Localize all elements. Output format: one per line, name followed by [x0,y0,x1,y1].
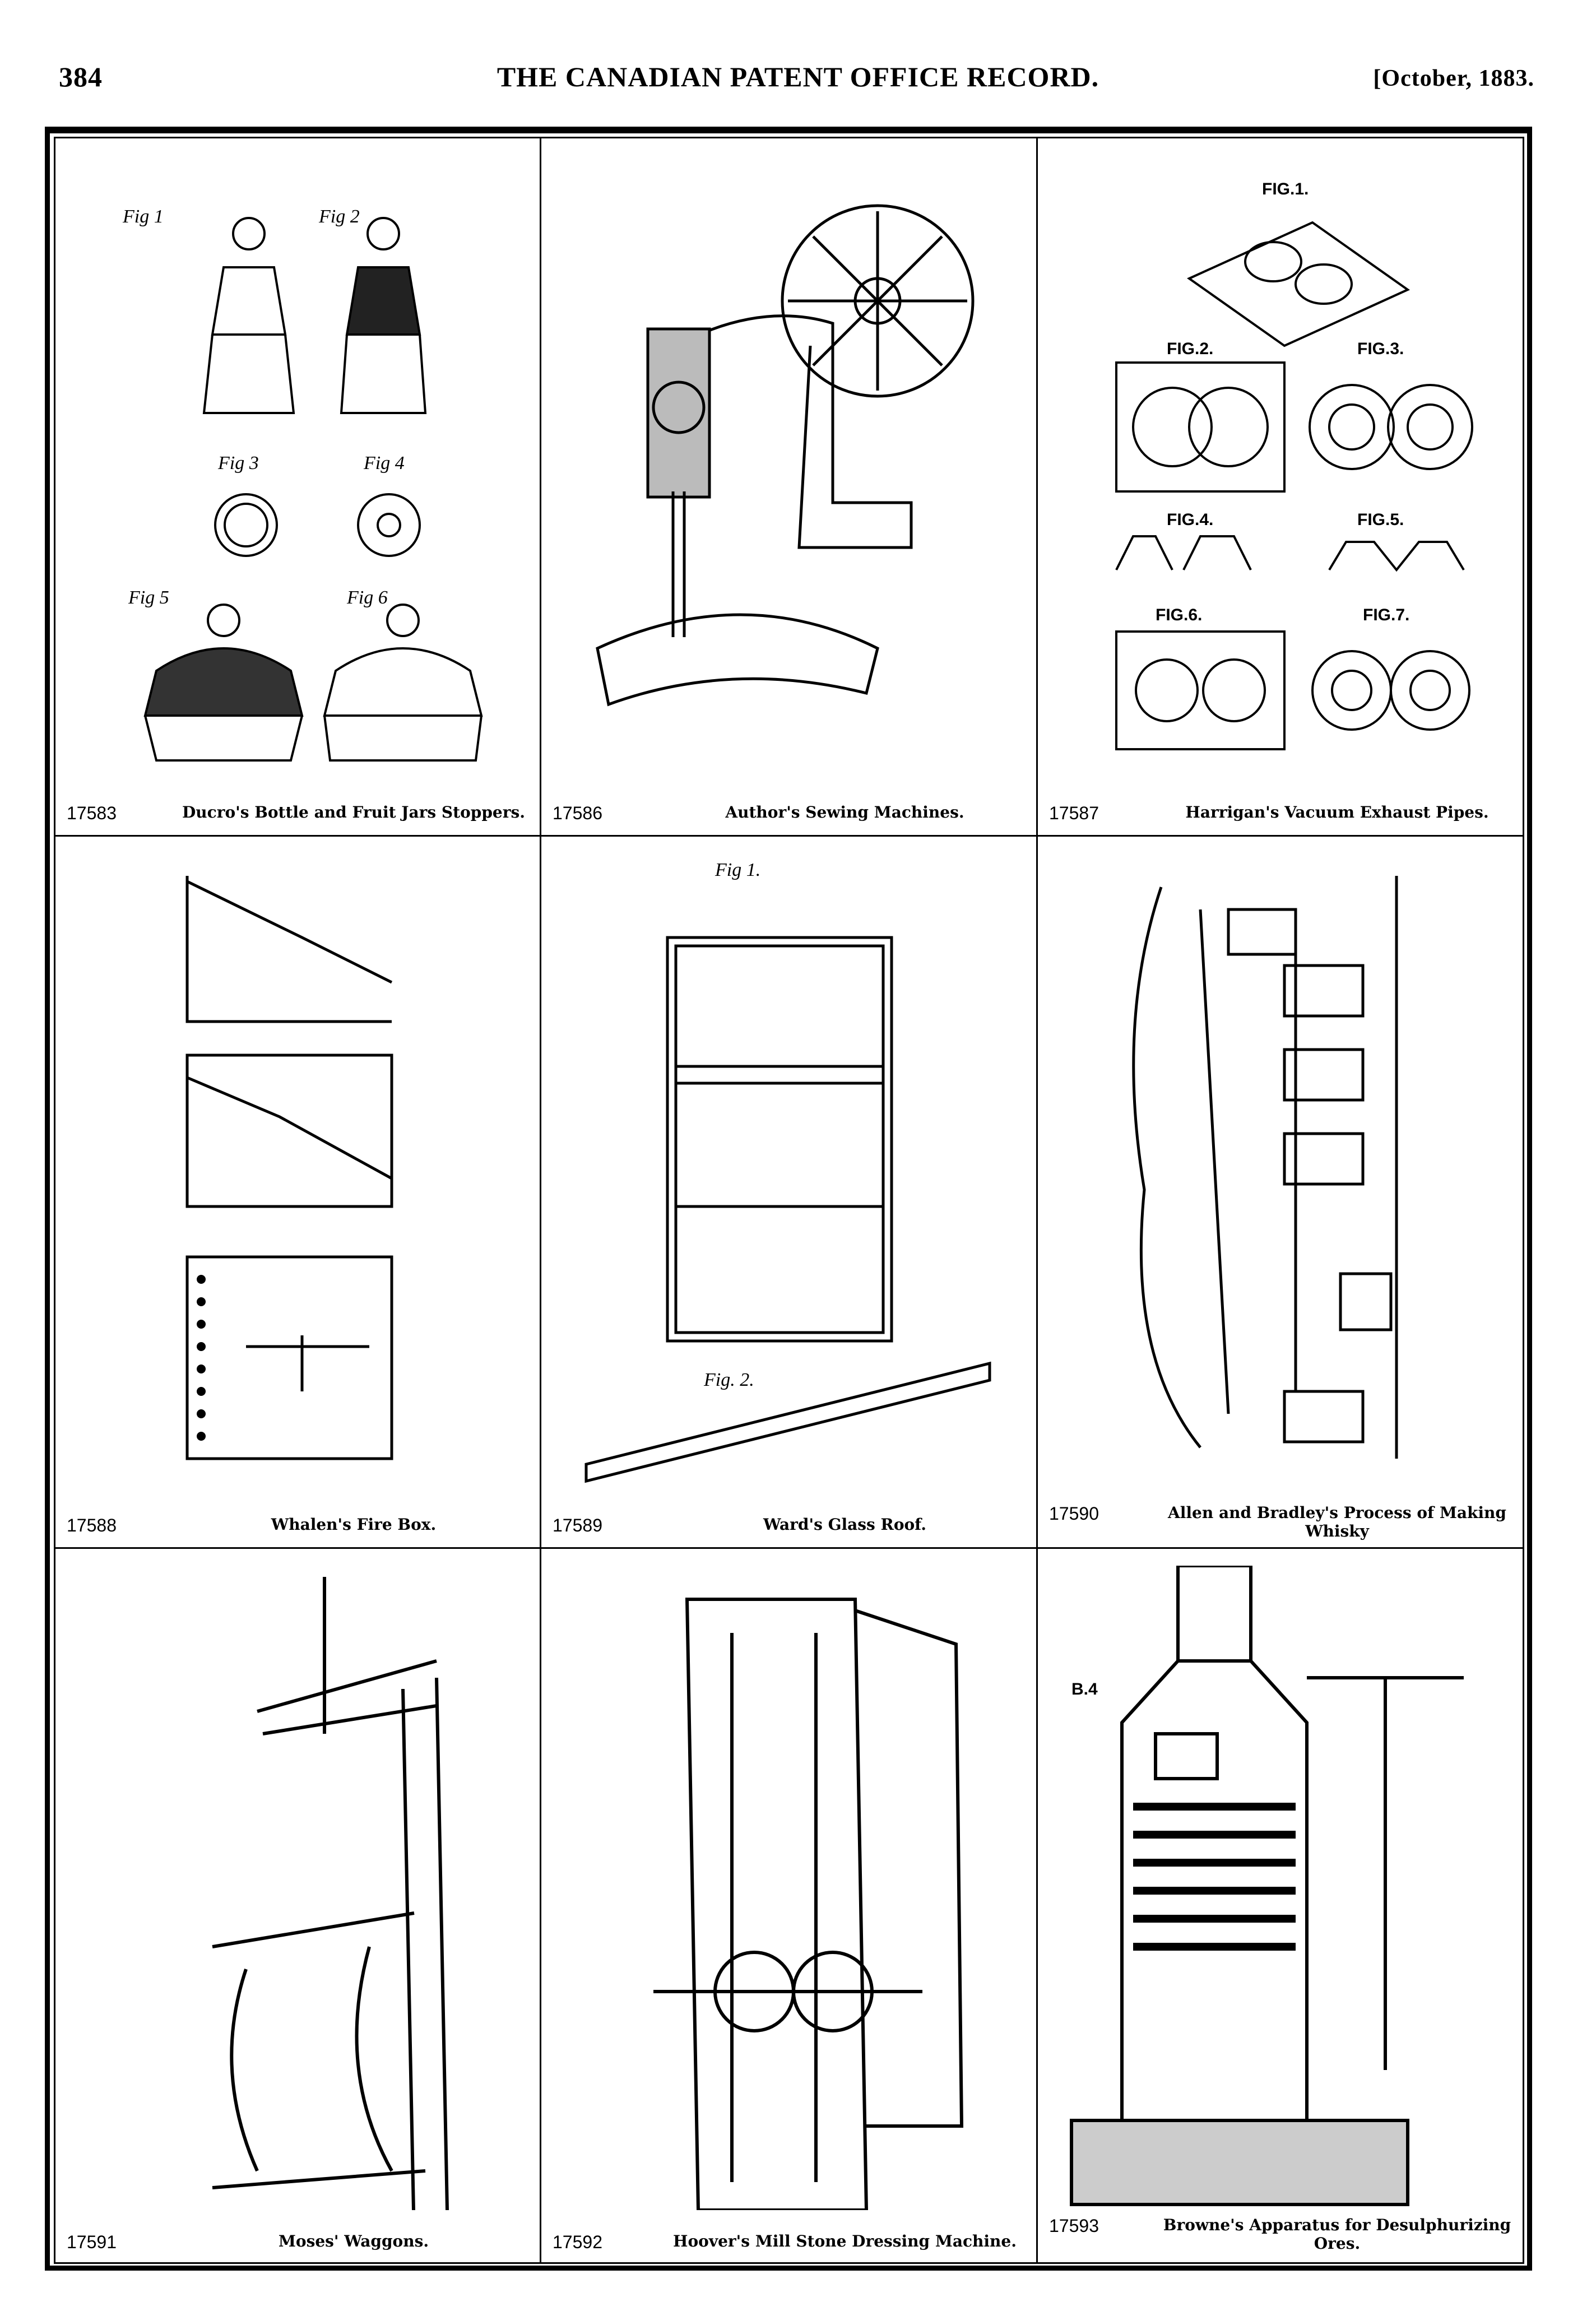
patent-number: 17590 [1049,1503,1099,1524]
fig-label: Fig 6 [346,587,388,608]
mill-stone-dressing-drawing [653,1598,964,2210]
fig-label: FIG.4. [1167,510,1213,529]
row-divider [54,1547,1524,1549]
whisky-process-drawing [1132,876,1398,1459]
fig-label: Fig. 2. [703,1370,754,1390]
fig-label: Fig 1. [715,860,760,880]
row-divider [54,835,1524,837]
glass-roof-drawing: Fig 1. Fig. 2. [584,860,991,1483]
patent-cell-17593: B.4 17593 Browne's Apparatus for Desulphu… [1038,1549,1524,2264]
fig-label: Fig 1 [122,206,164,227]
patent-number: 17591 [67,2232,117,2252]
column-divider [540,137,541,2264]
sewing-machine-drawing [596,204,975,707]
patent-number: 17583 [67,803,117,823]
patent-cell-17586: 17586 Author's Sewing Machines. [541,138,1036,835]
patent-title: Ward's Glass Roof. [763,1515,926,1534]
patent-cell-17592: 17592 Hoover's Mill Stone Dressing Machin… [541,1549,1036,2264]
patent-title: Ducro's Bottle and Fruit Jars Stoppers. [182,803,525,822]
bottle-stopper-drawing: Fig 1 Fig 2 Fig 3 Fig 4 Fig 5 Fig 6 [122,206,483,762]
patent-number: 17592 [553,2232,602,2252]
patent-cell-17588: 17588 Whalen's Fire Box. [55,837,540,1547]
fig-label: FIG.2. [1167,340,1213,358]
patent-title: Hoover's Mill Stone Dressing Machine. [673,2232,1017,2250]
column-divider [1036,137,1038,2264]
patent-title: Moses' Waggons. [278,2232,429,2250]
page-title: THE CANADIAN PATENT OFFICE RECORD. [497,61,1099,92]
patent-number: 17593 [1049,2216,1099,2236]
patent-title: Browne's Apparatus for Desulphurizing Or… [1163,2216,1511,2253]
fig-label: FIG.7. [1363,606,1409,624]
fig-label: B.4 [1071,1680,1098,1698]
fig-label: FIG.3. [1357,340,1404,358]
fig-label: Fig 3 [217,453,259,474]
fig-label: FIG.1. [1262,180,1309,198]
patent-number: 17588 [67,1515,117,1535]
page-frame [45,127,1532,2271]
inner-frame [54,137,1524,2264]
patent-cell-17589: Fig 1. Fig. 2. 17589 Ward's Glass Roof. [541,837,1036,1547]
patent-title: Harrigan's Vacuum Exhaust Pipes. [1185,803,1489,822]
patent-title: Allen and Bradley's Process of Making Wh… [1168,1503,1506,1540]
patent-cell-17591: 17591 Moses' Waggons. [55,1549,540,2264]
patent-cell-17590: 17590 Allen and Bradley's Process of Maki… [1038,837,1524,1547]
desulphurizing-apparatus-drawing: B.4 [1070,1566,1464,2206]
patent-number: 17589 [553,1515,602,1535]
fig-label: Fig 5 [128,587,169,608]
fire-box-drawing [185,876,393,1460]
patent-cell-17587: FIG.1. FIG.2. FIG.3. FIG.4. FIG.5. FIG.6… [1038,138,1524,835]
fig-label: Fig 4 [363,453,405,474]
patent-title: Whalen's Fire Box. [271,1515,437,1534]
exhaust-pipes-drawing: FIG.1. FIG.2. FIG.3. FIG.4. FIG.5. FIG.6… [1115,180,1473,750]
patent-number: 17586 [553,803,602,823]
waggon-drawing [212,1577,449,2210]
patent-title: Author's Sewing Machines. [725,803,964,822]
fig-label: FIG.5. [1357,510,1404,529]
issue-date: [October, 1883. [1373,66,1534,91]
fig-label: FIG.6. [1156,606,1202,624]
fig-label: Fig 2 [318,206,360,227]
patent-cell-17583: Fig 1 Fig 2 Fig 3 Fig 4 Fig 5 Fig 6 1758… [55,138,540,835]
patent-number: 17587 [1049,803,1099,823]
page-number: 384 [59,61,103,92]
